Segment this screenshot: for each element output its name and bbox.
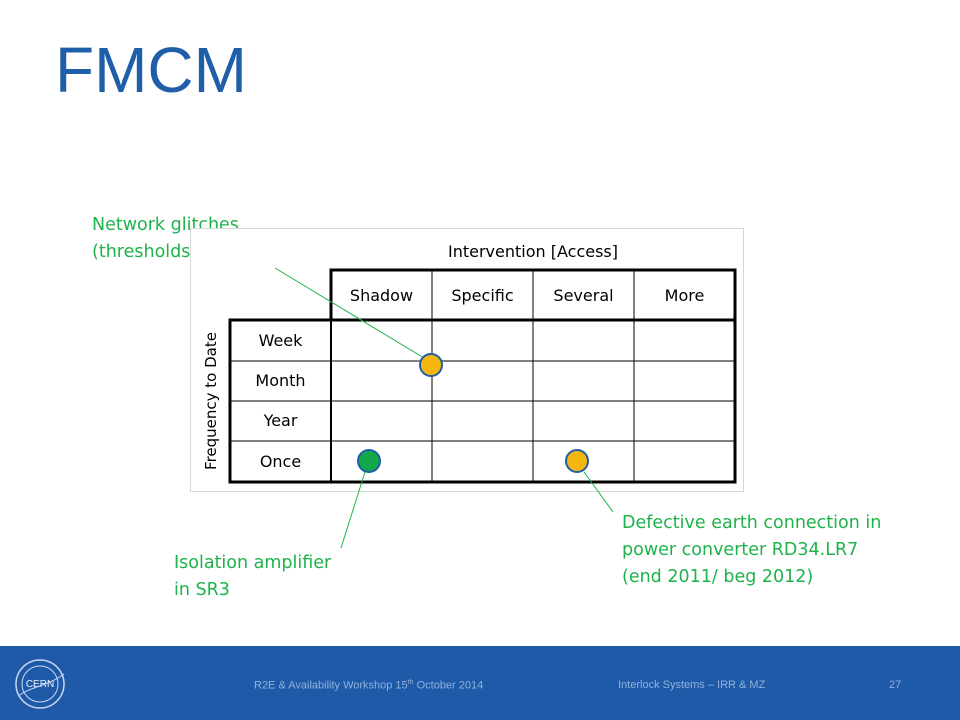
row-header-month: Month [255, 371, 306, 390]
cern-logo-icon: CERN [15, 659, 65, 709]
callout-defective-earth: Defective earth connection in power conv… [622, 510, 881, 591]
callout-defective-line-2: power converter RD34.LR7 [622, 540, 859, 560]
cern-logo-text: CERN [26, 679, 54, 690]
slide-title: FMCM [55, 34, 247, 106]
footer-left-main: R2E & Availability Workshop 15 [254, 679, 408, 692]
row-header-year: Year [263, 411, 298, 430]
callout-defective-line-1: Defective earth connection in [622, 513, 882, 533]
page-number: 27 [889, 679, 902, 691]
callout-isolation-line-2: in SR3 [174, 580, 230, 600]
footer-center-text: Interlock Systems – IRR & MZ [618, 679, 766, 691]
footer-left-text: R2E & Availability Workshop 15th October… [254, 679, 483, 692]
footer-left-end: October 2014 [413, 679, 484, 692]
row-header-once: Once [259, 452, 302, 471]
callout-defective-line-3: (end 2011/ beg 2012) [622, 567, 814, 587]
footer-bar [0, 646, 960, 720]
column-header-several: Several [553, 286, 614, 305]
column-header-shadow: Shadow [349, 286, 414, 305]
footer-left-sup: th [407, 679, 414, 686]
row-header-week: Week [258, 331, 303, 350]
callout-isolation-line-1: Isolation amplifier [174, 553, 332, 573]
callout-isolation-amplifier: Isolation amplifier in SR3 [174, 550, 331, 604]
column-header-specific: Specific [451, 286, 514, 305]
column-header-more: More [664, 286, 705, 305]
matrix-header: Intervention [Access] [448, 242, 618, 261]
